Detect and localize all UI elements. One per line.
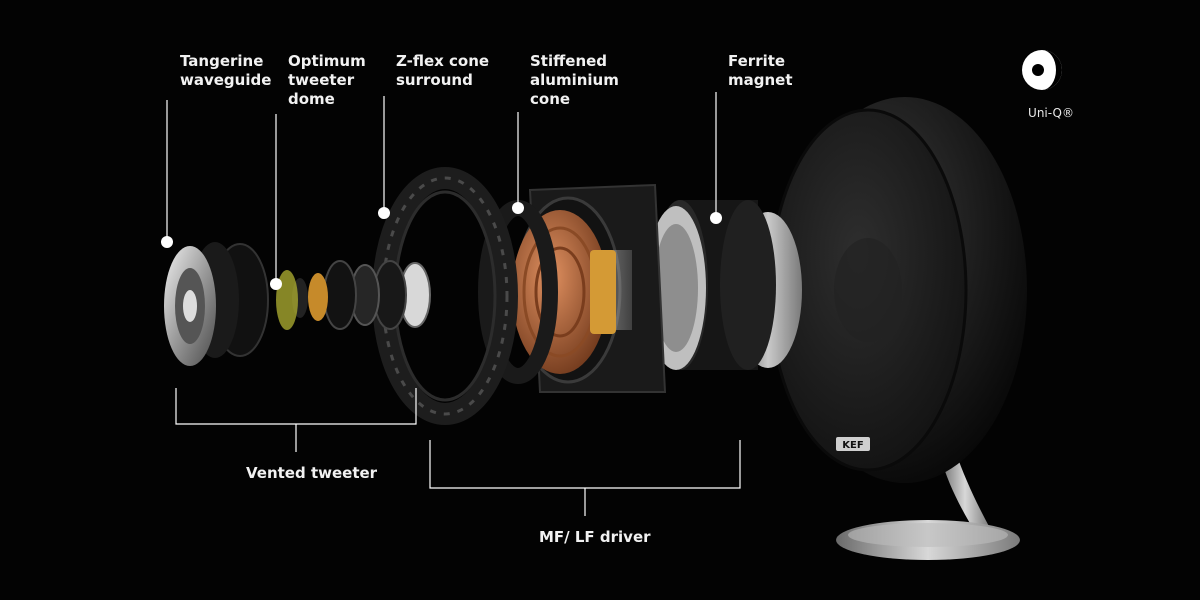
callout-dots	[161, 202, 722, 290]
uni-q-brand: Uni-Q®	[1016, 48, 1078, 128]
label-stiffened-cone: Stiffened aluminium cone	[530, 52, 619, 108]
kef-badge	[836, 437, 870, 451]
speaker-stand	[836, 450, 1020, 560]
tweeter-assembly	[276, 260, 431, 330]
group-brackets	[175, 388, 741, 516]
label-mf-lf-driver: MF/ LF driver	[539, 528, 651, 546]
label-tangerine-waveguide: Tangerine waveguide	[180, 52, 272, 89]
label-z-flex-surround: Z-flex cone surround	[396, 52, 490, 89]
label-ferrite-magnet: Ferrite magnet	[728, 52, 793, 89]
stiffened-aluminium-cone	[512, 210, 616, 374]
ferrite-magnet	[646, 200, 776, 370]
callout-lines	[166, 92, 717, 284]
label-tweeter-dome: Optimum tweeter dome	[288, 52, 366, 108]
label-vented-tweeter: Vented tweeter	[246, 464, 378, 482]
kef-badge-text: KEF	[842, 440, 863, 451]
tangerine-waveguide	[164, 242, 269, 366]
speaker-enclosure: KEF	[768, 97, 1027, 483]
uni-q-logo-icon	[1022, 50, 1062, 90]
uni-q-brand-name: Uni-Q®	[1028, 106, 1074, 120]
